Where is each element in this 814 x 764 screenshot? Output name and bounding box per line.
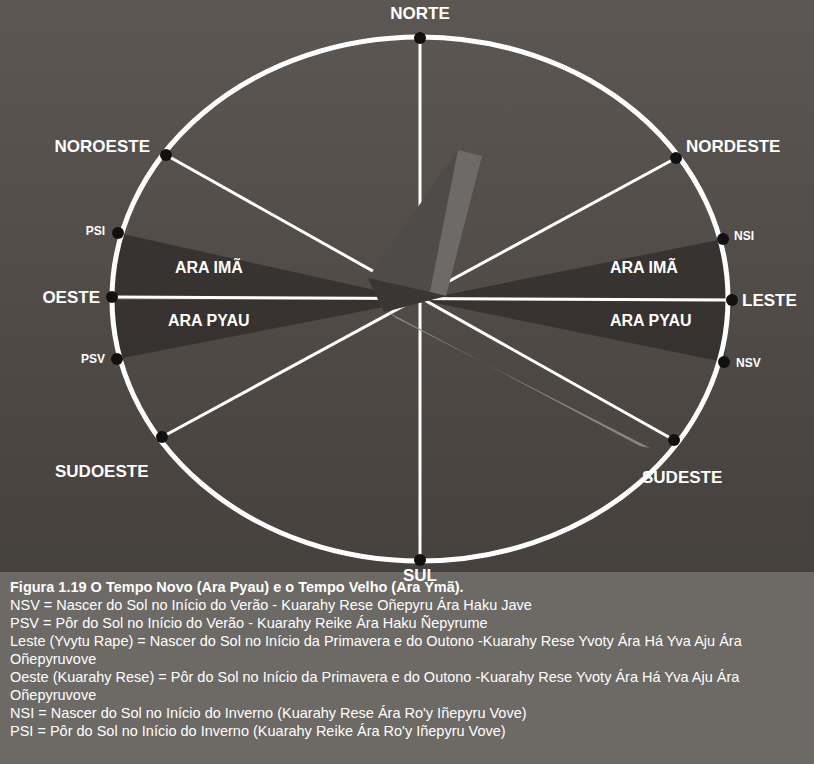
direction-label: NOROESTE [55, 137, 150, 157]
sector-label: ARA PYAU [610, 312, 692, 330]
direction-label: SUL [403, 566, 437, 586]
compass-spokes [112, 38, 732, 560]
gnomon-face [430, 150, 482, 296]
direction-label: NORDESTE [686, 137, 780, 157]
ara-pyau-sector [420, 300, 732, 362]
legend-note: PSV = Pôr do Sol no Início do Verão - Ku… [10, 614, 804, 632]
direction-label: SUDOESTE [55, 462, 149, 482]
legend-note: Oeste (Kuarahy Rese) = Pôr do Sol no Iní… [10, 668, 804, 704]
sector-label: ARA IMÃ [175, 259, 243, 277]
legend-note: PSI = Pôr do Sol no Início do Inverno (K… [10, 722, 804, 740]
point-label: PSI [86, 224, 105, 238]
gnomon-base [368, 278, 446, 312]
legend-note: NSV = Nascer do Sol no Início do Verão -… [10, 596, 804, 614]
sector-label: ARA IMÃ [610, 259, 678, 277]
ara-pyau-sector [112, 300, 420, 359]
direction-label: LESTE [742, 291, 797, 311]
gnomon [368, 150, 482, 312]
legend-note: NSI = Nascer do Sol no Início do Inverno… [10, 704, 804, 722]
direction-label: NORTE [390, 4, 450, 24]
point-label: NSV [736, 356, 761, 370]
compass-ring [112, 37, 728, 561]
compass-dots [106, 32, 738, 566]
sector-label: ARA PYAU [168, 312, 250, 330]
point-label: NSI [734, 229, 754, 243]
caption-panel: Figura 1.19 O Tempo Novo (Ara Pyau) e o … [0, 572, 814, 764]
direction-label: OESTE [42, 288, 100, 308]
direction-label: SUDESTE [642, 468, 722, 488]
point-label: PSV [81, 352, 105, 366]
legend-note: Leste (Yvytu Rape) = Nascer do Sol no In… [10, 632, 804, 668]
gnomon-shadow [388, 312, 650, 448]
ara-ima-sector [420, 239, 732, 300]
